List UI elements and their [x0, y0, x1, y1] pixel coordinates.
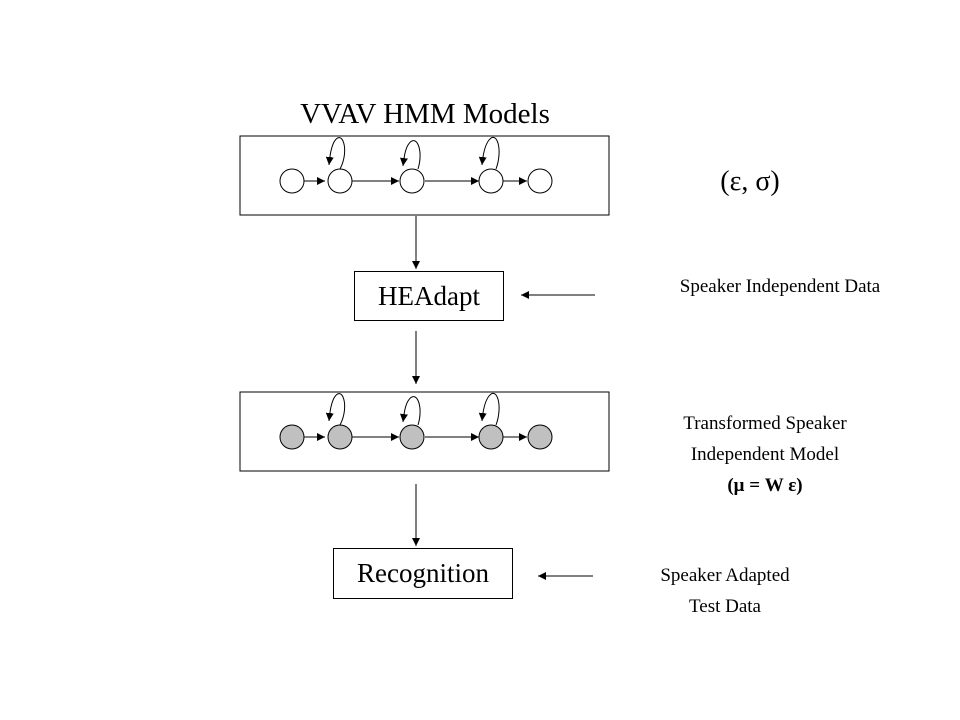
hmm-self-loop	[325, 137, 346, 170]
hmm-self-loop	[400, 396, 421, 426]
hmm-state	[478, 424, 504, 450]
hmm-state	[478, 168, 504, 194]
speaker-adapted-line2: Test Data	[688, 596, 761, 617]
hmm-self-loop	[400, 140, 421, 170]
headapt-box: HEAdapt	[354, 271, 504, 321]
diagram-title: VVAV HMM Models	[300, 98, 550, 130]
transformed-model-label: Transformed Speaker Independent Model	[620, 408, 910, 470]
recognition-box: Recognition	[333, 548, 513, 599]
hmm-state	[279, 424, 305, 450]
hmm-state	[327, 424, 353, 450]
headapt-label: HEAdapt	[378, 281, 480, 311]
hmm-state	[527, 168, 553, 194]
hmm-state	[279, 168, 305, 194]
model-parameters-label: (ε, σ)	[720, 166, 780, 197]
hmm-state	[399, 424, 425, 450]
hmm-state	[399, 168, 425, 194]
hmm-state	[527, 424, 553, 450]
hmm-self-loop	[325, 393, 346, 426]
transformed-model-line2: Independent Model	[690, 444, 840, 465]
hmm-chain-transformed	[279, 393, 553, 450]
transformed-model-line1: Transformed Speaker	[683, 413, 847, 434]
speaker-independent-data-label: Speaker Independent Data	[679, 276, 881, 297]
hmm-chain-original	[279, 137, 553, 194]
hmm-self-loop	[478, 393, 500, 426]
speaker-adapted-line1: Speaker Adapted	[660, 565, 790, 586]
speaker-adapted-data-label: Speaker Adapted Test Data	[610, 560, 840, 622]
hmm-state	[327, 168, 353, 194]
recognition-label: Recognition	[357, 558, 489, 588]
hmm-self-loop	[478, 137, 500, 170]
transformed-model-formula: (μ = W ε)	[727, 475, 803, 496]
